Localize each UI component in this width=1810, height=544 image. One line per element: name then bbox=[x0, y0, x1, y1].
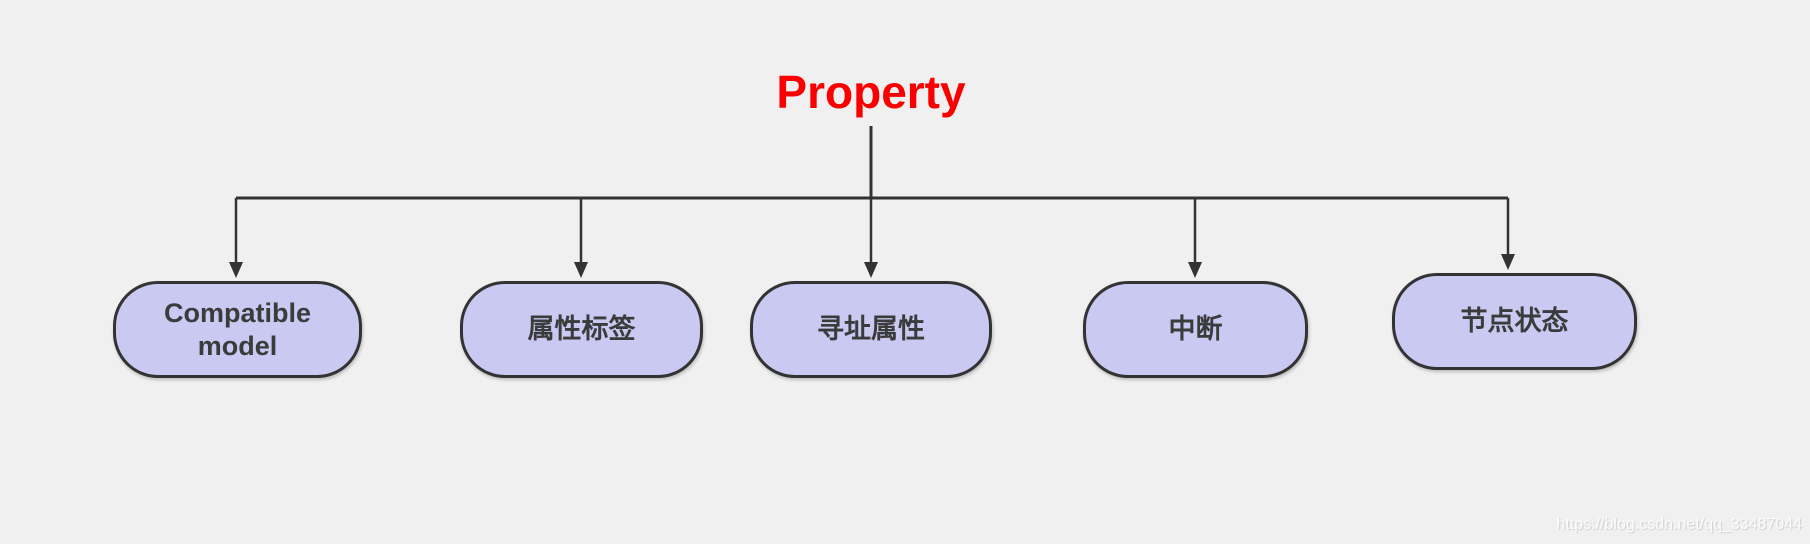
node-addressing-property: 寻址属性 bbox=[750, 281, 992, 378]
node-compatible-model: Compatible model bbox=[113, 281, 362, 378]
node-label: 中断 bbox=[1168, 314, 1223, 345]
arrowhead-icon bbox=[229, 262, 243, 278]
node-label: 节点状态 bbox=[1460, 306, 1569, 337]
node-label: 属性标签 bbox=[527, 314, 636, 345]
node-label: Compatible model bbox=[163, 298, 311, 361]
node-interrupt: 中断 bbox=[1083, 281, 1308, 378]
arrowhead-icon bbox=[1188, 262, 1202, 278]
node-node-status: 节点状态 bbox=[1392, 273, 1637, 370]
arrowhead-icon bbox=[1501, 254, 1515, 270]
arrowhead-icon bbox=[574, 262, 588, 278]
arrowhead-icon bbox=[864, 262, 878, 278]
diagram-title: Property bbox=[776, 66, 966, 118]
watermark: https://blog.csdn.net/qq_33487044 bbox=[1556, 516, 1802, 533]
node-label: 寻址属性 bbox=[817, 314, 925, 345]
node-attribute-label: 属性标签 bbox=[460, 281, 703, 378]
